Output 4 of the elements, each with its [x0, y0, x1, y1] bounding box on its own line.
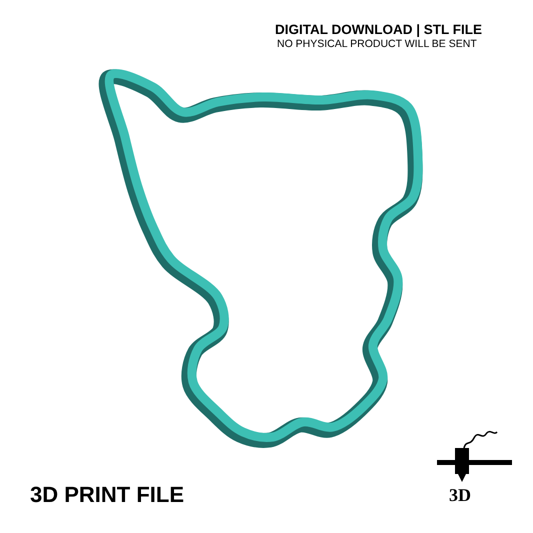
- file-type-title: 3D PRINT FILE: [30, 482, 184, 508]
- disclaimer: NO PHYSICAL PRODUCT WILL BE SENT: [277, 38, 477, 50]
- printer-label: 3D: [449, 485, 471, 506]
- heading: DIGITAL DOWNLOAD | STL FILE: [275, 22, 482, 37]
